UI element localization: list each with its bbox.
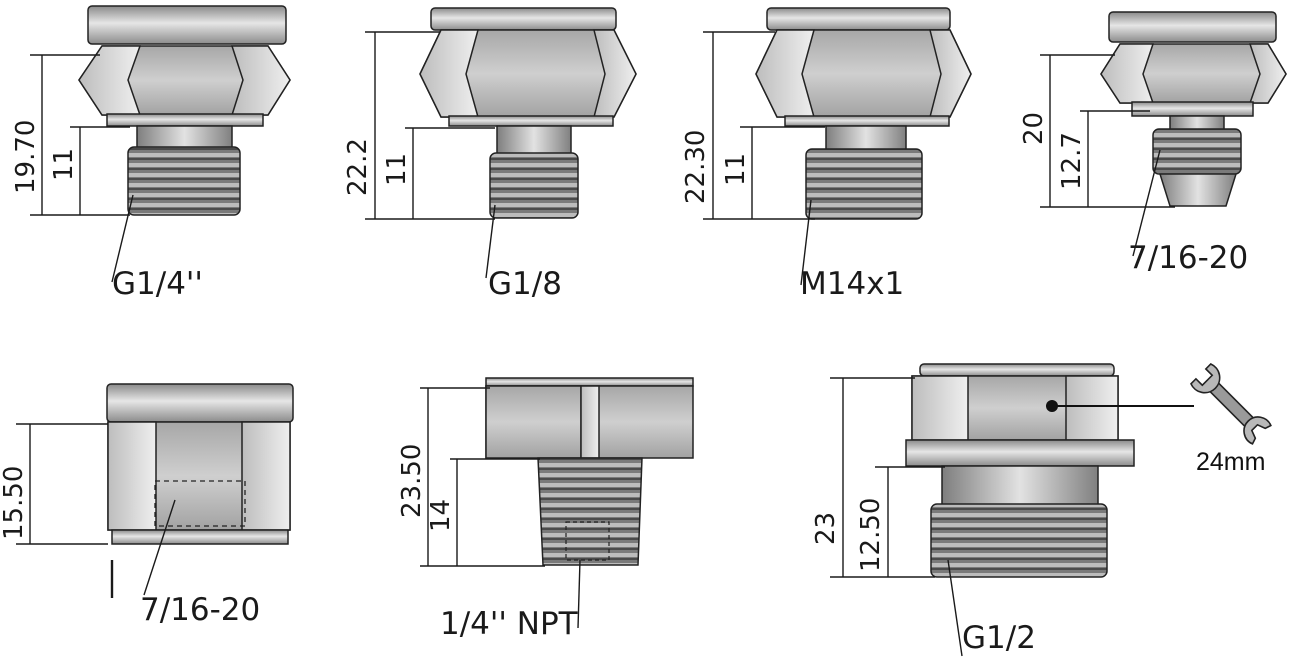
fitting-npt: 23.50 14 1/4'' NPT: [397, 377, 694, 642]
thread-label: M14x1: [800, 266, 904, 302]
thread-dim: 11: [382, 153, 412, 186]
fitting-m14: 22.30 11 M14x1: [681, 7, 972, 302]
fitting-g12: 23 12.50 G1/2 24mm: [811, 363, 1272, 657]
overall-dim: 22.2: [343, 138, 373, 196]
thread-label: 7/16-20: [1128, 240, 1248, 276]
overall-dim: 22.30: [681, 130, 711, 204]
overall-dim: 19.70: [11, 120, 41, 194]
thread-label: 7/16-20: [140, 592, 260, 628]
overall-dim: 23: [811, 512, 841, 545]
thread-dim: 12.50: [856, 498, 886, 572]
overall-dim: 23.50: [397, 444, 427, 518]
thread-label: G1/2: [962, 620, 1036, 656]
wrench-icon: [1190, 363, 1272, 445]
thread-dim: 12.7: [1057, 132, 1087, 190]
fitting-g18: 22.2 11 G1/8: [343, 7, 637, 302]
thread-label: G1/8: [488, 266, 562, 302]
thread-label: G1/4'': [112, 266, 203, 302]
thread-dim: 11: [49, 148, 79, 181]
overall-dim: 15.50: [0, 466, 29, 540]
fitting-unf1: 20 12.7 7/16-20: [1019, 11, 1287, 276]
overall-dim: 20: [1019, 112, 1049, 145]
fitting-unf2: 15.50 7/16-20: [0, 383, 294, 628]
thread-label: 1/4'' NPT: [440, 606, 579, 642]
fitting-g14: 19.70 11 G1/4'': [11, 5, 291, 302]
thread-dim: 14: [426, 499, 456, 532]
wrench-size: 24mm: [1196, 448, 1265, 476]
thread-dim: 11: [721, 153, 751, 186]
